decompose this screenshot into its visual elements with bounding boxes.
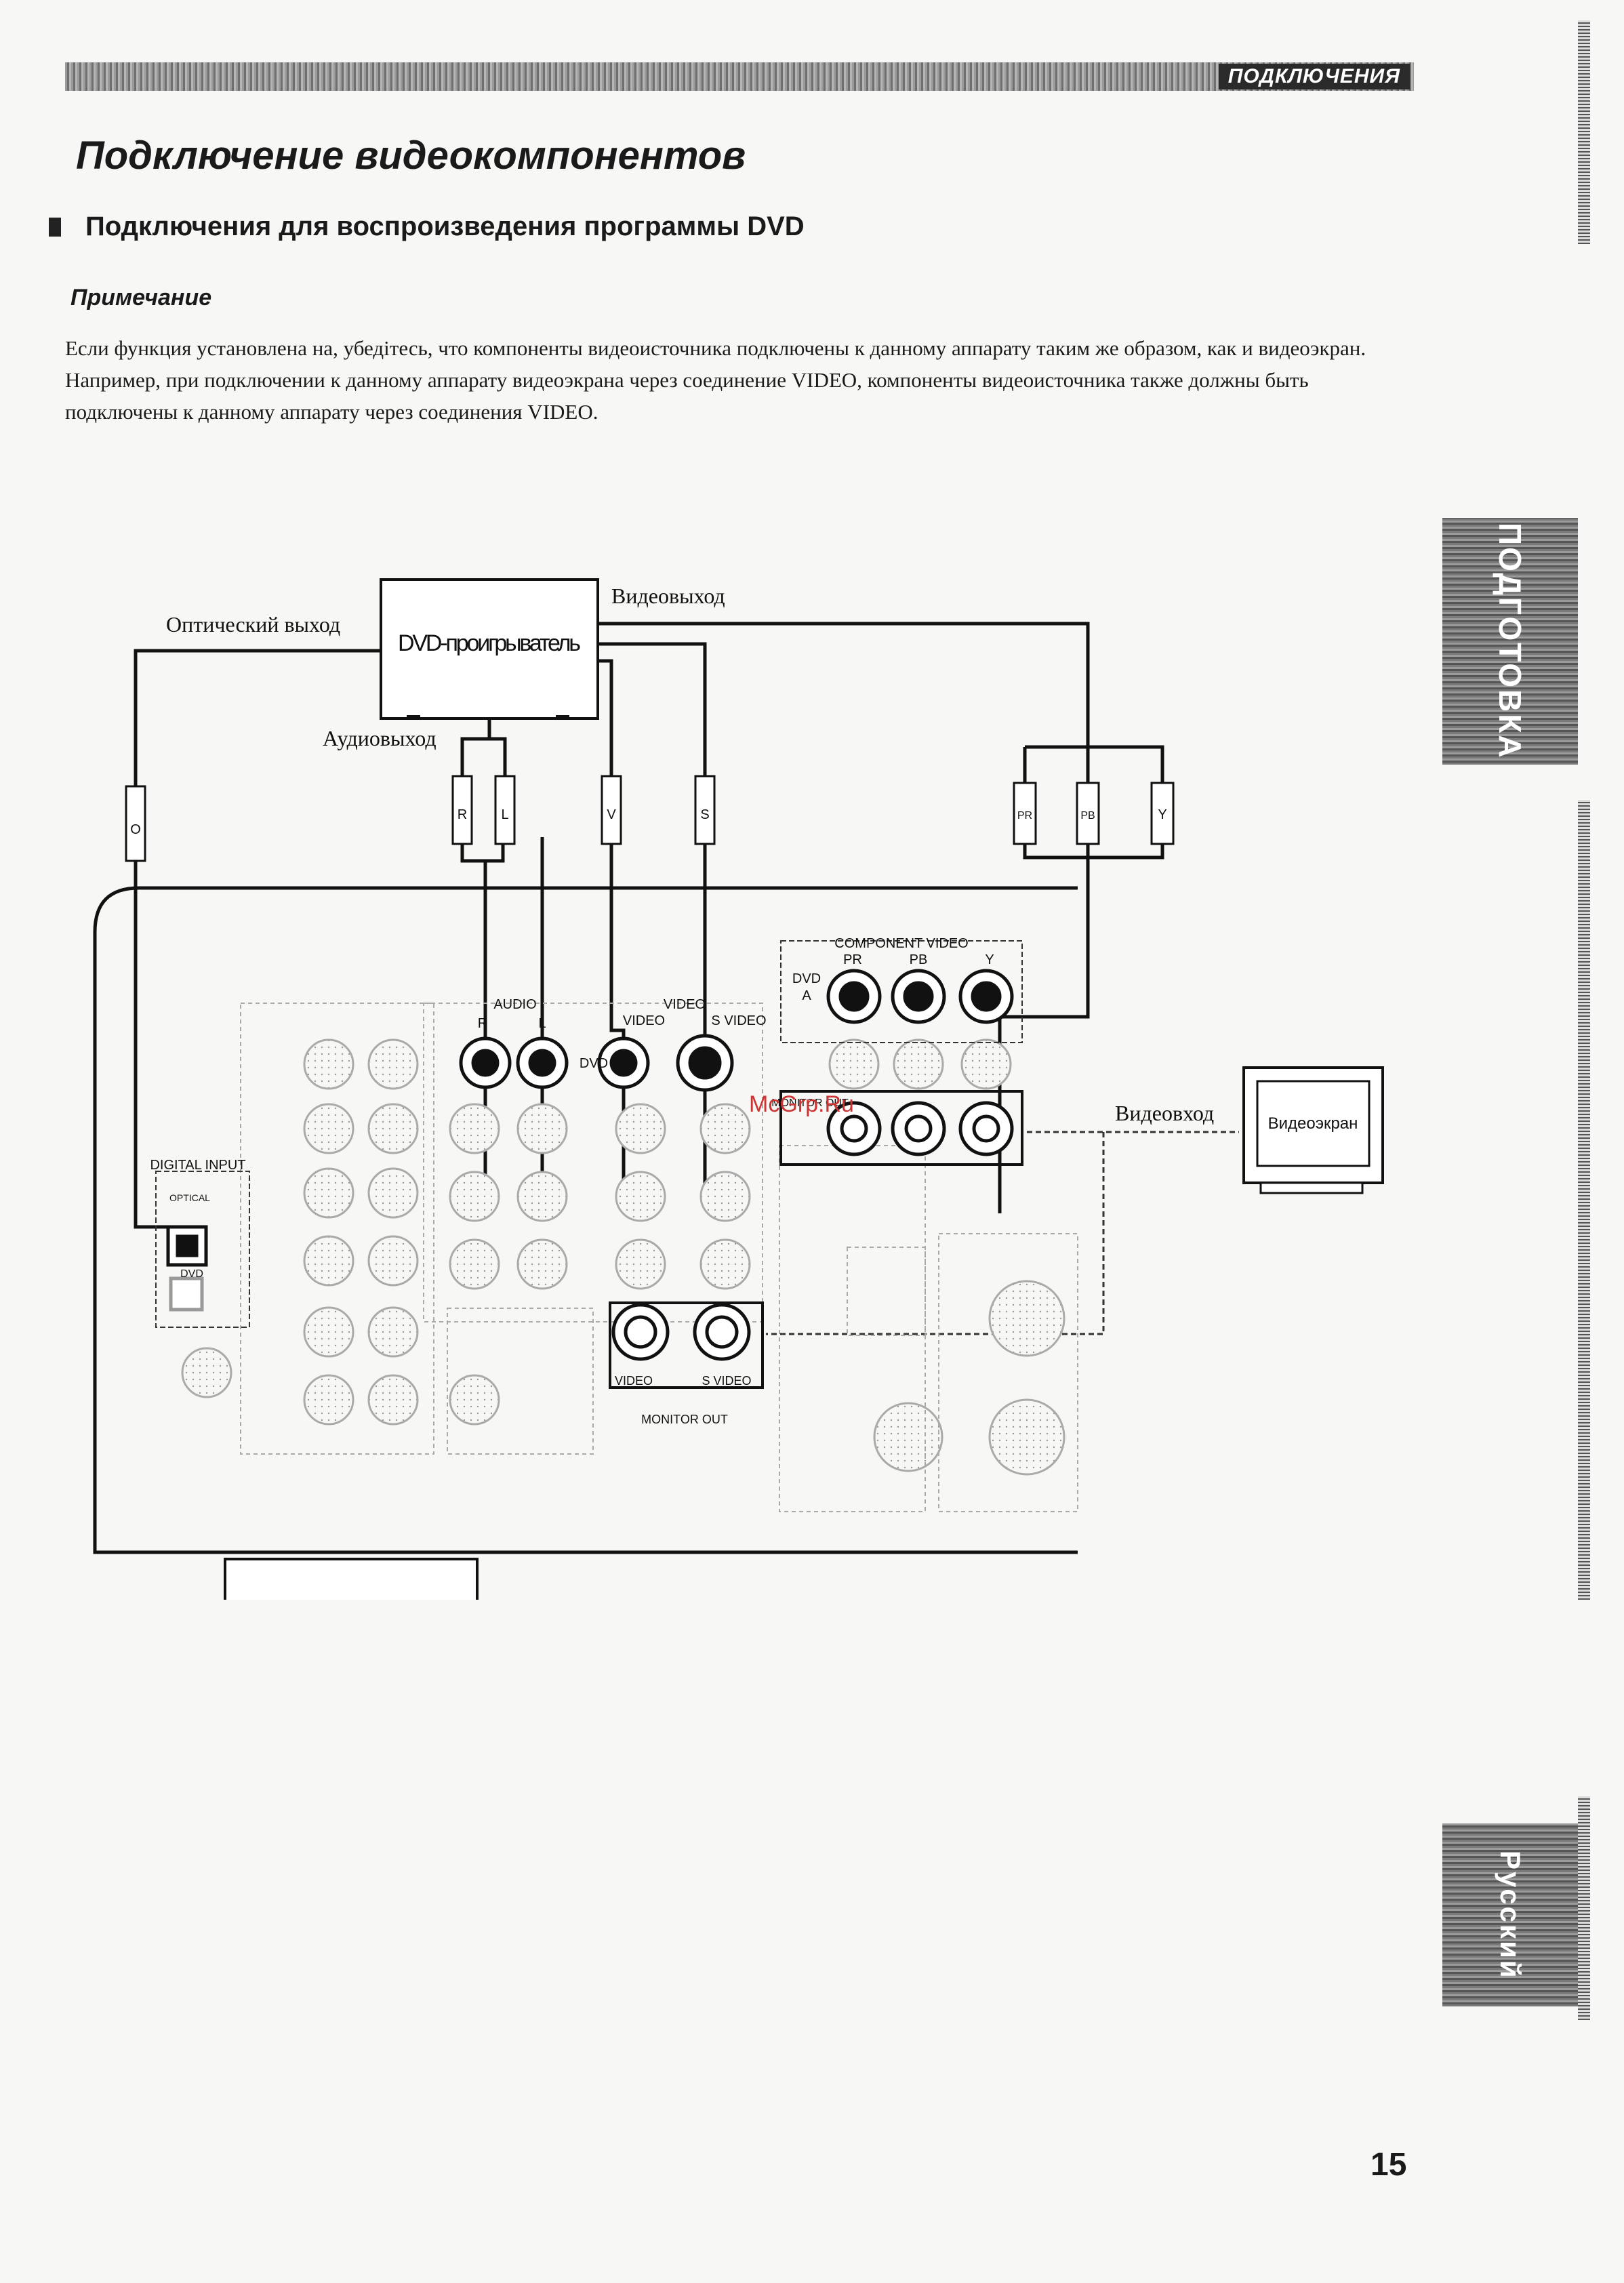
y-plug: Y bbox=[1150, 782, 1175, 845]
svideo-plug: S bbox=[694, 775, 716, 845]
video-plug: V bbox=[601, 775, 622, 845]
edge-strip-mid bbox=[1578, 800, 1590, 1600]
jack-grid bbox=[181, 1038, 1065, 1476]
monitor-out-label: MONITOR OUT bbox=[641, 1413, 728, 1426]
monitor-out-component-box bbox=[779, 1090, 1023, 1166]
active-jacks bbox=[166, 969, 1014, 1361]
dvd-player-box bbox=[380, 578, 599, 720]
optical-out-label: Оптический выход bbox=[166, 612, 340, 637]
side-tab-preparation: ПОДГОТОВКА bbox=[1442, 518, 1578, 765]
note-title: Примечание bbox=[70, 285, 212, 310]
video-group-label: VIDEO bbox=[664, 997, 706, 1012]
optical-plug-label: O bbox=[130, 822, 141, 837]
component-video-box bbox=[780, 940, 1023, 1043]
page-title: Подключение видеокомпонентов bbox=[76, 134, 746, 178]
dvd-player-label: DVD-проигрыватель bbox=[398, 630, 581, 656]
dvd-digital-label: DVD bbox=[180, 1268, 203, 1280]
comp-pb-label: PB bbox=[910, 952, 928, 967]
edge-strip-top bbox=[1578, 20, 1590, 244]
video-screen-inner bbox=[1256, 1080, 1371, 1167]
receiver-foot bbox=[224, 1558, 479, 1600]
receiver-panel-outline bbox=[93, 886, 1078, 1554]
pb-plug-label: PB bbox=[1080, 810, 1095, 822]
monitor-out-box bbox=[609, 1301, 764, 1389]
comp-dvd-label: DVD bbox=[792, 971, 821, 986]
panel-labels: AUDIO VIDEO VIDEO S VIDEO DVD R L COMPON… bbox=[150, 936, 994, 1426]
digital-input-box bbox=[155, 1171, 250, 1328]
edge-strip-bottom bbox=[1578, 1796, 1590, 2020]
section-heading-text: Подключения для воспроизведения программ… bbox=[85, 211, 805, 241]
pr-plug: PR bbox=[1013, 782, 1037, 845]
connection-diagram: DVD-проигрыватель Оптический выход Видео… bbox=[93, 578, 1384, 1600]
section-label: ПОДКЛЮЧЕНИЯ bbox=[1218, 64, 1410, 89]
side-tab-russian: Русский bbox=[1442, 1823, 1578, 2006]
svideo-col-label: S VIDEO bbox=[711, 1013, 766, 1028]
plugs: O R L V S PR PB Y bbox=[125, 775, 1175, 862]
y-plug-label: Y bbox=[1158, 807, 1166, 822]
comp-a-label: A bbox=[802, 988, 811, 1003]
video-screen-label: Видеоэкран bbox=[1268, 1114, 1358, 1133]
audio-group-label: AUDIO bbox=[493, 997, 536, 1012]
comp-y-label: Y bbox=[985, 952, 994, 967]
video-out-label: Видеовыход bbox=[611, 584, 725, 608]
video-col-label: VIDEO bbox=[623, 1013, 665, 1028]
audio-left-plug: L bbox=[494, 775, 516, 845]
square-bullet-icon bbox=[49, 218, 61, 237]
optical-plug: O bbox=[125, 785, 146, 862]
section-heading: Подключения для воспроизведения программ… bbox=[49, 211, 805, 242]
audio-left-plug-label: L bbox=[501, 807, 508, 822]
audio-right-plug-label: R bbox=[458, 807, 467, 822]
component-video-label: COMPONENT VIDEO bbox=[834, 936, 968, 951]
monitor-dashed-cable bbox=[766, 1131, 1239, 1335]
pb-plug: PB bbox=[1076, 782, 1100, 845]
note-body: Если функция установлена на, убедiтесь, … bbox=[65, 336, 1366, 424]
l-mark: L bbox=[538, 1016, 546, 1031]
audio-right-plug: R bbox=[451, 775, 473, 845]
pr-plug-label: PR bbox=[1017, 810, 1032, 822]
comp-pr-label: PR bbox=[843, 952, 862, 967]
page-number: 15 bbox=[1371, 2147, 1407, 2183]
header-bar: ПОДКЛЮЧЕНИЯ bbox=[65, 62, 1414, 91]
dvd-row-label: DVD bbox=[580, 1056, 608, 1071]
audio-out-label: Аудиовыход bbox=[323, 726, 437, 750]
video-plug-label: V bbox=[607, 807, 616, 822]
monitor-out-comp-label: MONITOR OUT bbox=[771, 1097, 849, 1109]
video-in-label: Видеовход bbox=[1115, 1101, 1214, 1125]
digital-input-label: DIGITAL INPUT bbox=[150, 1158, 245, 1173]
panel-sections bbox=[240, 1003, 1078, 1512]
r-mark: R bbox=[478, 1016, 487, 1031]
watermark: McGrp.Ru bbox=[749, 1091, 854, 1117]
svideo-plug-label: S bbox=[700, 807, 709, 822]
mo-svideo-label: S VIDEO bbox=[702, 1374, 751, 1388]
optical-label: OPTICAL bbox=[169, 1192, 210, 1203]
video-screen-stand bbox=[1259, 1181, 1364, 1194]
mo-video-label: VIDEO bbox=[615, 1374, 653, 1388]
